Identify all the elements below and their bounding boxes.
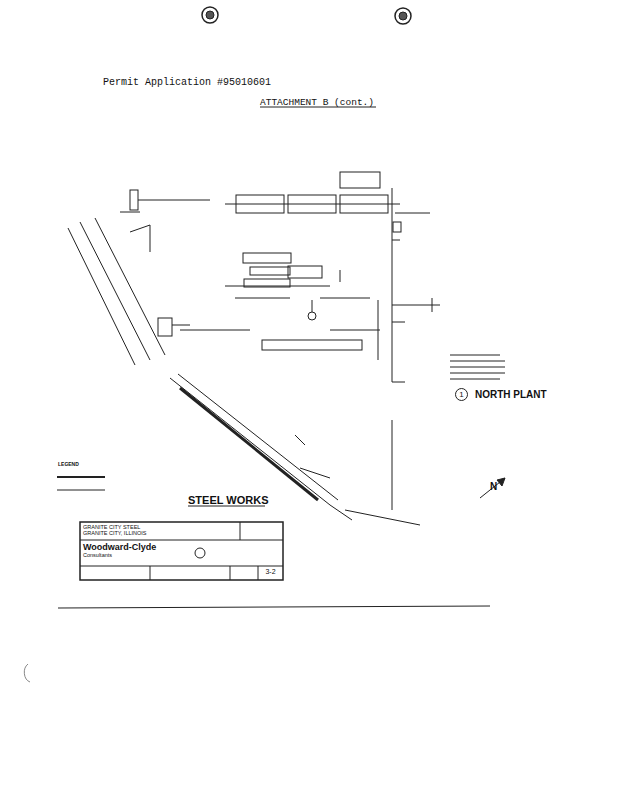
title-text: 3-2	[260, 568, 281, 576]
title-text: GRANITE CITY STEEL	[83, 524, 237, 530]
title-block-cell: Woodward-ClydeConsultants	[82, 541, 194, 565]
map-label: NORTH PLANT	[475, 389, 547, 400]
map-label: Permit Application #95010601	[103, 77, 271, 88]
title-block-cell: GRANITE CITY STEELGRANITE CITY, ILLINOIS	[82, 523, 238, 539]
callout-number: 1	[459, 390, 463, 399]
callout-circle: 1	[455, 388, 468, 401]
map-label: N	[490, 481, 497, 492]
map-label: ATTACHMENT B (cont.)	[260, 97, 374, 108]
title-block-cell: 3-2	[259, 567, 282, 579]
title-text: Woodward-Clyde	[83, 542, 193, 552]
title-text: Consultants	[83, 552, 193, 558]
map-label: STEEL WORKS	[188, 494, 268, 506]
map-label: LEGEND	[58, 461, 79, 467]
title-text: GRANITE CITY, ILLINOIS	[83, 530, 237, 536]
